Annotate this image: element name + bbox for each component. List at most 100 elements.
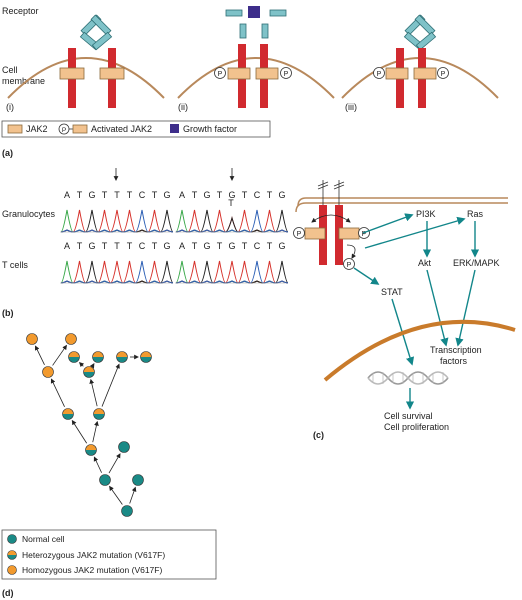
base-letter: G — [278, 190, 285, 200]
normal-cell — [118, 441, 130, 453]
base-letter: C — [139, 190, 146, 200]
svg-text:P: P — [284, 71, 289, 78]
svg-text:P: P — [441, 71, 446, 78]
base-letter: T — [192, 190, 198, 200]
base-letter: A — [64, 190, 70, 200]
trace-t — [175, 209, 289, 233]
base-letter: A — [179, 190, 185, 200]
lineage-arrow — [89, 363, 95, 369]
legend-normal-swatch — [7, 534, 17, 544]
node-transcription-line2: factors — [440, 356, 468, 366]
heterozygous-cell — [62, 408, 74, 420]
base-letter: A — [179, 241, 185, 251]
jak2-left — [304, 227, 326, 240]
growth-factor-square — [248, 6, 260, 18]
legend-jak2: JAK2 — [26, 124, 48, 134]
chromatogram-traces — [60, 209, 289, 284]
base-letter: T — [152, 241, 158, 251]
row-label-t-cells: T cells — [2, 260, 28, 270]
legend-het-swatch — [7, 550, 17, 560]
heterozygous-base: T — [228, 198, 234, 208]
legend-homozygous: Homozygous JAK2 mutation (V617F) — [22, 565, 162, 575]
trace-t — [60, 260, 174, 284]
panel-d-label: (d) — [2, 588, 14, 598]
svg-text:P: P — [362, 231, 367, 238]
base-letter: G — [163, 190, 170, 200]
base-letter: T — [127, 241, 133, 251]
svg-text:P: P — [218, 71, 223, 78]
receptor-state-i — [59, 14, 125, 108]
node-ras: Ras — [467, 209, 484, 219]
panel-d: Normal cell Heterozygous JAK2 mutation (… — [1, 333, 217, 598]
trace-c — [175, 209, 289, 233]
legend-growth-factor: Growth factor — [183, 124, 237, 134]
base-letter: T — [192, 241, 198, 251]
trace-c — [60, 260, 174, 284]
lineage-edges — [35, 344, 139, 505]
trace-t — [175, 260, 289, 284]
sub-label-i: (i) — [6, 102, 14, 112]
svg-text:P: P — [62, 127, 66, 134]
trace-c — [60, 209, 174, 233]
membrane-label-line1: Cell — [2, 65, 18, 75]
homozygous-cell — [65, 333, 77, 345]
base-letter: G — [203, 241, 210, 251]
base-letter: T — [152, 190, 158, 200]
base-letter: T — [77, 241, 83, 251]
node-akt: Akt — [418, 258, 432, 268]
base-letter: T — [102, 190, 108, 200]
normal-cell — [99, 474, 111, 486]
lineage-arrow — [93, 456, 102, 473]
lineage-cells — [26, 333, 152, 517]
svg-text:P: P — [297, 231, 302, 238]
membrane-label-line2: membrane — [2, 76, 45, 86]
dna-helix — [367, 371, 449, 385]
base-letter: T — [77, 190, 83, 200]
membrane-arc-ii — [177, 57, 335, 99]
outcome-cell-proliferation: Cell proliferation — [384, 422, 449, 432]
base-letter: G — [88, 190, 95, 200]
heterozygous-cell — [92, 351, 104, 363]
lineage-arrow — [52, 344, 67, 366]
base-letter: G — [88, 241, 95, 251]
jak2-right — [338, 227, 360, 240]
panel-c-label: (c) — [313, 430, 324, 440]
base-letter: T — [267, 241, 273, 251]
panel-a-legend: JAK2 P Activated JAK2 Growth factor — [1, 120, 271, 138]
receptor-state-iii: P P — [373, 14, 449, 108]
heterozygous-cell — [85, 444, 97, 456]
trace-t — [60, 209, 174, 233]
base-letter: T — [242, 190, 248, 200]
legend-heterozygous: Heterozygous JAK2 mutation (V617F) — [22, 550, 165, 560]
base-letter: T — [217, 190, 223, 200]
heterozygous-cell — [83, 366, 95, 378]
base-letter: T — [114, 190, 120, 200]
lineage-arrow — [89, 378, 98, 407]
base-letter: T — [102, 241, 108, 251]
base-letter: C — [139, 241, 146, 251]
base-letter: G — [228, 241, 235, 251]
sub-label-iii: (iii) — [345, 102, 357, 112]
base-letter: G — [228, 190, 235, 200]
heterozygous-cell — [68, 351, 80, 363]
sub-label-ii: (ii) — [178, 102, 188, 112]
base-letter: A — [64, 241, 70, 251]
panel-d-legend: Normal cell Heterozygous JAK2 mutation (… — [1, 529, 217, 580]
lineage-arrow — [50, 378, 65, 407]
heterozygous-cell — [93, 408, 105, 420]
svg-text:P: P — [377, 71, 382, 78]
lineage-arrow — [35, 345, 45, 365]
homozygous-cell — [26, 333, 38, 345]
legend-hom-swatch — [7, 565, 17, 575]
lineage-arrow — [71, 419, 88, 444]
base-letter: C — [254, 241, 261, 251]
base-letter: T — [114, 241, 120, 251]
lineage-arrow — [101, 363, 120, 407]
base-letter: T — [242, 241, 248, 251]
